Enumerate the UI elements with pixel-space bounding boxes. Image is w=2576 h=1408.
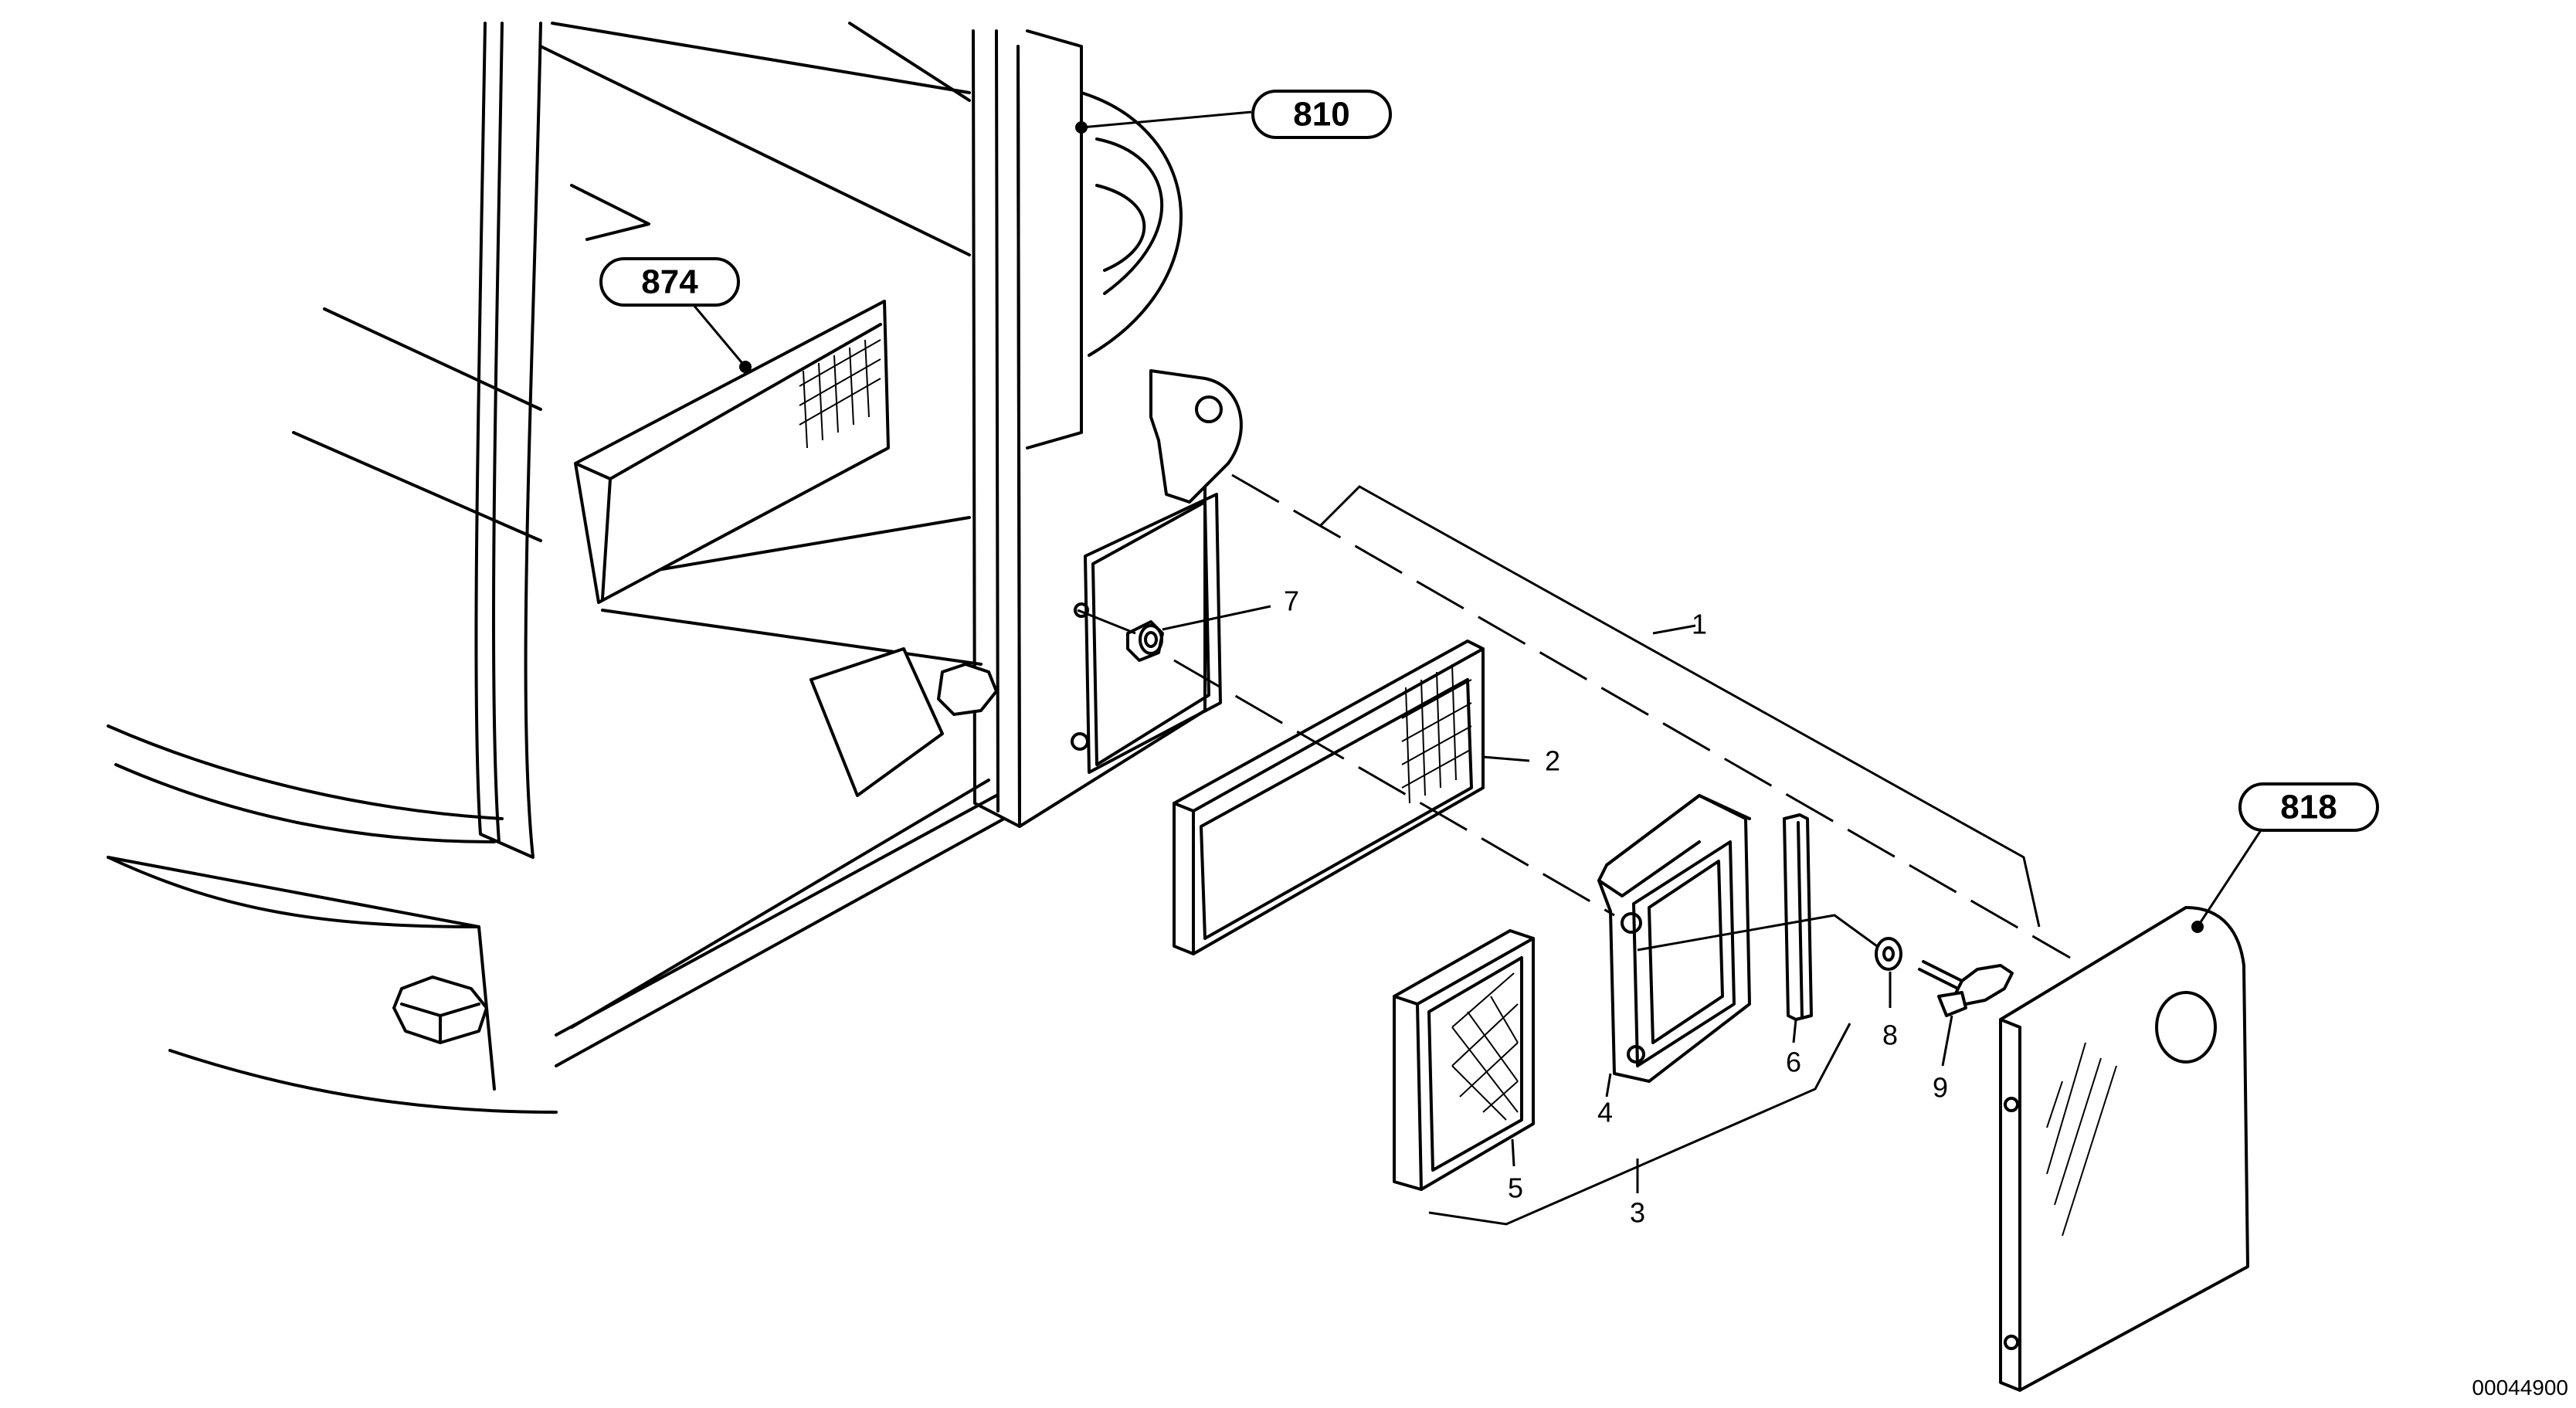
callout-818: 818 xyxy=(2191,782,2379,933)
callout-810-label: 810 xyxy=(1293,96,1349,134)
part-label-5: 5 xyxy=(1508,1172,1523,1204)
callout-874: 874 xyxy=(599,257,752,373)
part-label-8: 8 xyxy=(1882,1020,1898,1051)
callout-818-label: 818 xyxy=(2280,789,2337,826)
part-label-1: 1 xyxy=(1692,609,1707,640)
part-label-7: 7 xyxy=(1284,585,1299,617)
frame-bolts xyxy=(392,647,998,1044)
part-4-bracket xyxy=(1597,794,1751,1083)
cab-frame xyxy=(107,22,1243,1114)
part-label-3: 3 xyxy=(1630,1197,1645,1229)
callout-874-label: 874 xyxy=(641,263,698,301)
part-8-washer xyxy=(1875,937,1902,971)
part-labels: 1 2 3 4 5 6 7 8 9 xyxy=(1162,485,2041,1229)
part-label-9: 9 xyxy=(1933,1072,1948,1104)
document-id: 00044900 xyxy=(2472,1376,2568,1400)
callout-810: 810 xyxy=(1075,90,1392,139)
assembly-lines xyxy=(1077,473,2071,959)
part-5-reflector xyxy=(1393,929,1535,1191)
existing-lamp xyxy=(574,300,890,604)
part-9-wing-screw xyxy=(1918,960,2014,1017)
part-label-4: 4 xyxy=(1597,1097,1613,1128)
part-6-strip xyxy=(1783,813,1813,1021)
part-label-2: 2 xyxy=(1545,745,1560,777)
part-7-grommet xyxy=(1126,620,1164,662)
part-2-lens xyxy=(1173,640,1485,955)
part-label-6: 6 xyxy=(1786,1047,1801,1078)
door-panel xyxy=(1999,906,2249,1392)
